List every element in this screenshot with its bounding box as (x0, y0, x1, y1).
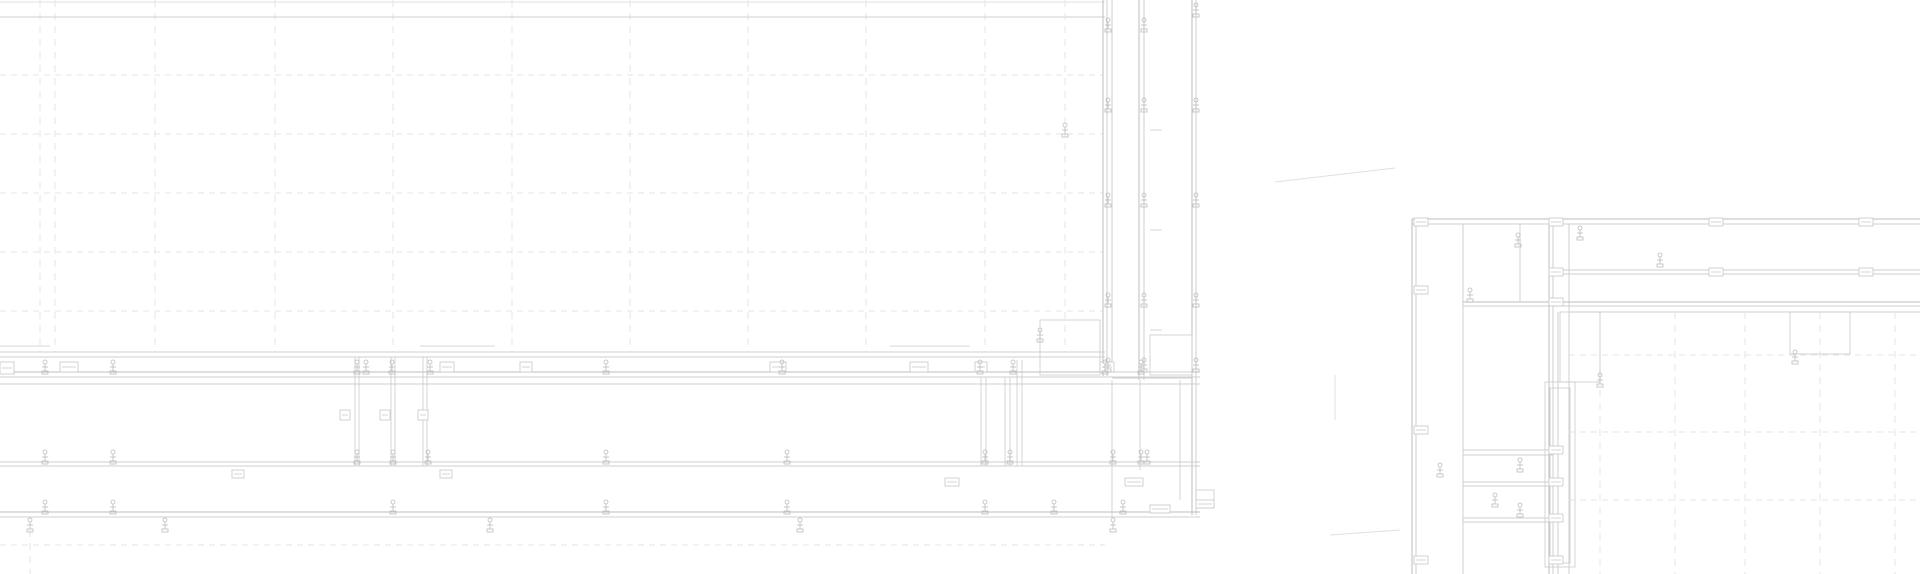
right-plan (1411, 218, 1920, 574)
symbol-marker (1491, 492, 1499, 508)
symbol-marker (41, 499, 49, 515)
symbol-marker (388, 359, 396, 375)
symbol-marker (1516, 502, 1524, 518)
symbol-marker (602, 499, 610, 515)
symbol-marker (389, 449, 397, 465)
symbol-marker (1143, 449, 1151, 465)
symbol-marker (424, 449, 432, 465)
symbol-marker (783, 499, 791, 515)
left-plan-markers (0, 2, 1215, 533)
symbol-marker (1140, 192, 1148, 208)
symbol-marker (1516, 457, 1524, 473)
symbol-marker (796, 517, 804, 533)
symbol-marker (41, 449, 49, 465)
symbol-marker (981, 449, 989, 465)
symbol-marker (1576, 225, 1584, 241)
symbol-marker (1192, 2, 1200, 18)
symbol-marker (1119, 499, 1127, 515)
symbol-marker (1192, 192, 1200, 208)
symbol-marker (1596, 372, 1604, 388)
symbol-marker (1050, 499, 1058, 515)
symbol-marker (1466, 287, 1474, 303)
symbol-marker (1036, 327, 1044, 343)
symbol-marker (1192, 97, 1200, 113)
symbol-marker (778, 359, 786, 375)
left-plan-partitions (354, 319, 1215, 517)
symbol-marker (1104, 357, 1112, 373)
symbol-marker (109, 359, 117, 375)
symbol-marker (1104, 17, 1112, 33)
symbol-marker (362, 359, 370, 375)
symbol-marker (1140, 357, 1148, 373)
symbol-marker (1137, 449, 1145, 465)
symbol-marker (1104, 192, 1112, 208)
symbol-marker (353, 359, 361, 375)
symbol-marker (1009, 359, 1017, 375)
annotation-leader (1329, 529, 1401, 536)
symbol-marker (353, 449, 361, 465)
symbol-marker (976, 359, 984, 375)
symbol-marker (1061, 122, 1069, 138)
symbol-marker (1791, 349, 1799, 365)
symbol-marker (426, 359, 434, 375)
left-plan-right-walls (1064, 0, 1197, 515)
symbol-marker (26, 517, 34, 533)
symbol-marker (1104, 97, 1112, 113)
symbol-marker (486, 517, 494, 533)
symbol-marker (1436, 462, 1444, 478)
right-plan-markers (1413, 217, 1874, 565)
annotation-leader (1274, 167, 1396, 183)
left-plan-lower-dashes (0, 530, 1105, 574)
symbol-marker (981, 499, 989, 515)
symbol-marker (109, 449, 117, 465)
symbol-marker (1192, 357, 1200, 373)
symbol-marker (602, 359, 610, 375)
symbol-marker (1109, 517, 1117, 533)
symbol-marker (1140, 97, 1148, 113)
symbol-marker (161, 517, 169, 533)
symbol-marker (783, 449, 791, 465)
symbol-marker (1192, 292, 1200, 308)
symbol-marker (389, 499, 397, 515)
symbol-marker (1104, 292, 1112, 308)
left-plan-grid (0, 0, 1103, 352)
symbol-marker (1109, 449, 1117, 465)
symbol-marker (1006, 449, 1014, 465)
symbol-marker (41, 359, 49, 375)
symbol-marker (1140, 292, 1148, 308)
symbol-marker (109, 499, 117, 515)
symbol-marker (602, 449, 610, 465)
symbol-marker (1514, 232, 1522, 248)
left-plan-corridor (0, 351, 1200, 518)
symbol-marker (1656, 252, 1664, 268)
symbol-marker (1140, 17, 1148, 33)
